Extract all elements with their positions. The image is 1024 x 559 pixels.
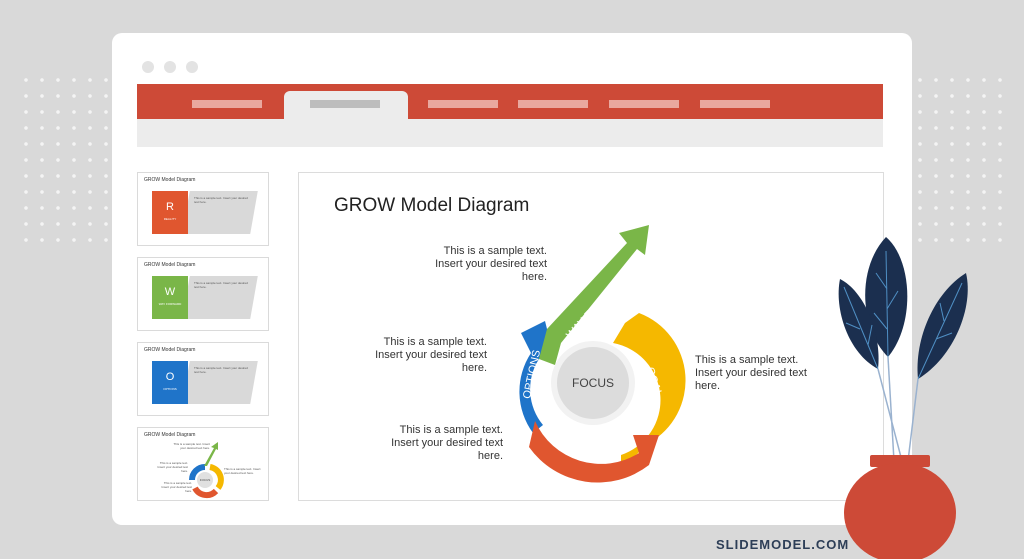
way-forward-arrow bbox=[539, 225, 649, 365]
plant-pot bbox=[844, 455, 956, 559]
goal-segment bbox=[613, 313, 686, 469]
window-dot-3[interactable] bbox=[186, 61, 198, 73]
mini-text-right: This is a sample text. Insert your desir… bbox=[224, 467, 261, 475]
sample-text-top: This is a sample text.Insert your desire… bbox=[435, 245, 547, 283]
thumbnail-text: This is a sample text. Insert your desir… bbox=[194, 366, 248, 374]
app-window: GROW Model Diagram R REALITY This is a s… bbox=[112, 33, 912, 525]
tab-6[interactable] bbox=[700, 100, 770, 108]
thumbnail-title: GROW Model Diagram bbox=[144, 262, 196, 268]
tab-4[interactable] bbox=[518, 100, 588, 108]
slide-thumbnail-3[interactable]: GROW Model Diagram O OPTIONS This is a s… bbox=[137, 342, 269, 416]
thumbnail-sub: WAY FORWARD bbox=[158, 302, 182, 306]
slide-title: GROW Model Diagram bbox=[334, 195, 530, 216]
grow-diagram: WAY FORWARD OPTIONS GOAL REALITY FOCUS bbox=[519, 225, 686, 483]
thumbnail-shape bbox=[152, 191, 188, 234]
window-dot-1[interactable] bbox=[142, 61, 154, 73]
sample-text-left: This is a sample text.Insert your desire… bbox=[375, 336, 487, 374]
thumbnail-shape bbox=[152, 276, 188, 319]
dot-pattern-right bbox=[912, 72, 1008, 252]
plant-leaves bbox=[838, 237, 968, 379]
focus-label: FOCUS bbox=[572, 376, 614, 390]
mini-focus-label: FOCUS bbox=[199, 478, 211, 482]
reality-label: REALITY bbox=[560, 433, 608, 459]
tab-3[interactable] bbox=[428, 100, 498, 108]
thumbnail-title: GROW Model Diagram bbox=[144, 432, 196, 438]
thumbnail-title: GROW Model Diagram bbox=[144, 347, 196, 353]
mini-text-left: This is a sample text. Insert your desir… bbox=[157, 461, 188, 473]
thumbnail-shape bbox=[152, 361, 188, 404]
thumbnail-sub: REALITY bbox=[163, 217, 177, 221]
tab-5[interactable] bbox=[609, 100, 679, 108]
thumbnail-letter: W bbox=[164, 286, 176, 298]
brand-watermark: SLIDEMODEL.COM bbox=[716, 537, 850, 552]
thumbnail-letter: O bbox=[165, 371, 175, 383]
window-dot-2[interactable] bbox=[164, 61, 176, 73]
thumbnail-title: GROW Model Diagram bbox=[144, 177, 196, 183]
slide-thumbnail-4[interactable]: GROW Model Diagram FOCUS This is a sampl… bbox=[137, 427, 269, 501]
focus-circle bbox=[557, 347, 629, 419]
sample-text-right: This is a sample text.Insert your desire… bbox=[695, 354, 807, 392]
thumbnail-text: This is a sample text. Insert your desir… bbox=[194, 196, 248, 204]
dot-pattern-left bbox=[18, 72, 114, 252]
tab-active-label bbox=[310, 100, 380, 108]
ribbon-toolbar bbox=[137, 119, 883, 147]
sample-text-bottom: This is a sample text.Insert your desire… bbox=[391, 424, 503, 462]
plant-decoration bbox=[838, 237, 968, 559]
mini-text-top: This is a sample text. Insert your desir… bbox=[173, 442, 210, 450]
mini-text-bottom: This is a sample text. Insert your desir… bbox=[161, 481, 192, 493]
thumbnail-letter: R bbox=[166, 201, 174, 213]
slide-thumbnail-2[interactable]: GROW Model Diagram W WAY FORWARD This is… bbox=[137, 257, 269, 331]
tab-1[interactable] bbox=[192, 100, 262, 108]
slide-thumbnail-1[interactable]: GROW Model Diagram R REALITY This is a s… bbox=[137, 172, 269, 246]
thumbnail-text: This is a sample text. Insert your desir… bbox=[194, 281, 248, 289]
thumbnail-sub: OPTIONS bbox=[163, 387, 177, 391]
main-slide[interactable]: GROW Model Diagram This is a sample text… bbox=[298, 172, 884, 501]
mini-grow-diagram bbox=[189, 442, 224, 499]
